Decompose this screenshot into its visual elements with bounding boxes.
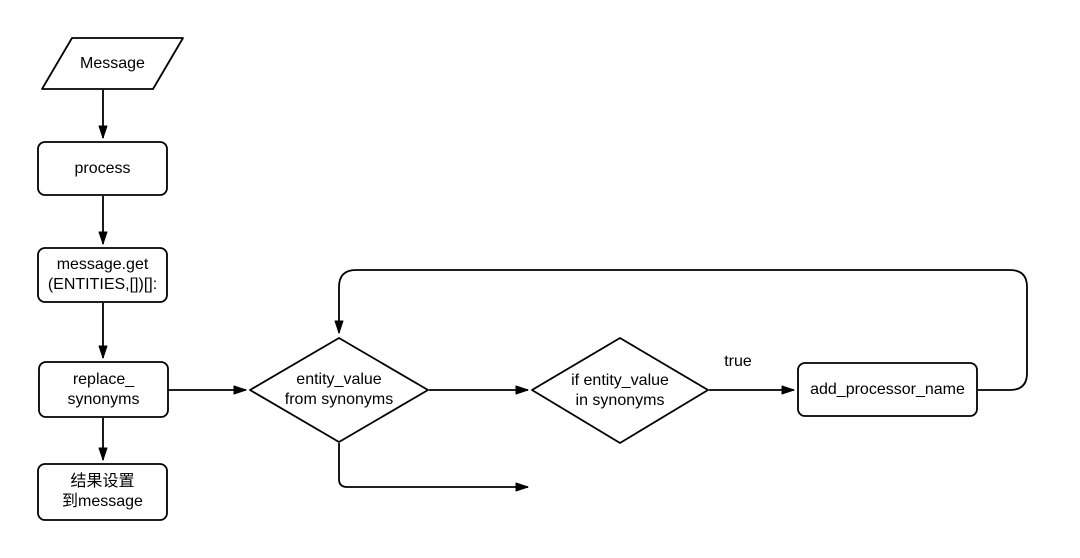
add-processor-name-node-shape [797,362,978,417]
edge-loop-add-processor-to-diamond1 [334,269,1028,391]
edge-diamond1-bottom-exit [338,443,529,492]
set-result-node-shape [37,463,168,521]
message-get-node-shape [37,247,168,303]
replace-synonyms-node-shape [38,361,169,418]
process-node-shape [37,141,168,196]
if-entity-value-in-synonyms-diamond-shape [531,337,709,444]
message-node-shape [41,37,184,90]
entity-value-from-synonyms-diamond-shape [249,337,429,443]
